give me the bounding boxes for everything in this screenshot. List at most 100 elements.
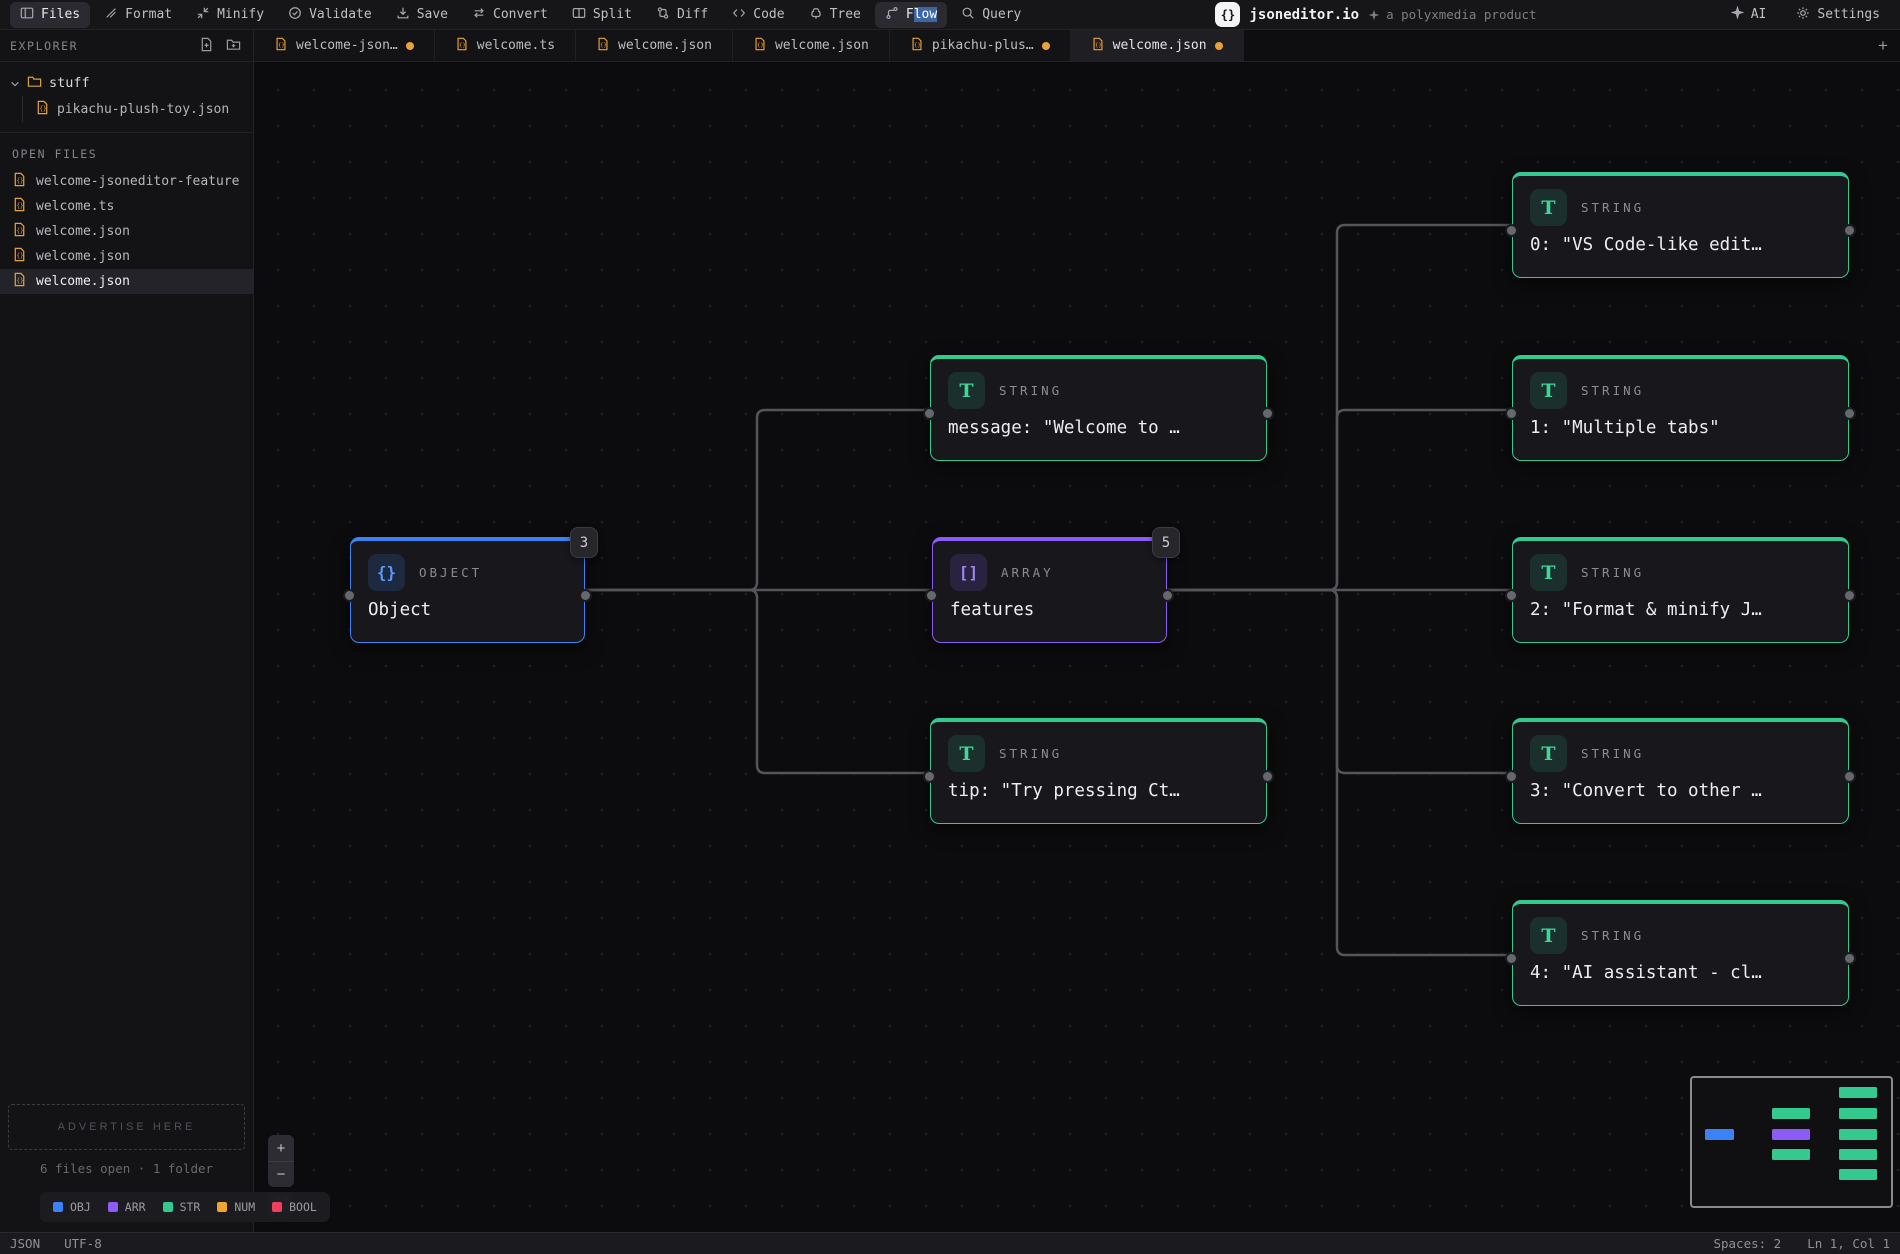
output-port[interactable] <box>1843 770 1856 783</box>
minimap-node-array <box>1772 1129 1810 1140</box>
legend-item-num: NUM <box>217 1200 255 1214</box>
output-port[interactable] <box>1261 407 1274 420</box>
output-port[interactable] <box>579 589 592 602</box>
input-port[interactable] <box>343 589 356 602</box>
svg-text:{}: {} <box>39 105 46 112</box>
open-file-item[interactable]: {} welcome-jsoneditor-feature <box>0 169 253 194</box>
input-port[interactable] <box>1505 407 1518 420</box>
input-port[interactable] <box>923 407 936 420</box>
output-port[interactable] <box>1843 589 1856 602</box>
tree-file-pikachu[interactable]: {} pikachu-plush-toy.json <box>23 96 253 122</box>
new-folder-button[interactable] <box>224 35 243 57</box>
save-button[interactable]: Save <box>386 2 458 28</box>
zoom-out-button[interactable]: − <box>268 1161 294 1187</box>
output-port[interactable] <box>1843 407 1856 420</box>
svg-text:{}: {} <box>16 202 23 209</box>
toolbar-button-group: Files Format Minify Validate Save Conver… <box>10 1 1031 28</box>
encoding-indicator[interactable]: UTF-8 <box>64 1236 102 1251</box>
explorer-sidebar: EXPLORER stuff {} pikachu-plush-t <box>0 30 254 1232</box>
files-button[interactable]: Files <box>10 1 91 28</box>
svg-text:{}: {} <box>16 277 23 284</box>
convert-icon <box>472 6 486 24</box>
flow-node-object-root[interactable]: 3 {}OBJECT Object <box>343 527 598 643</box>
diff-button[interactable]: Diff <box>646 2 718 28</box>
tree-button[interactable]: Tree <box>799 2 871 28</box>
legend-item-obj: OBJ <box>53 1200 91 1214</box>
settings-button[interactable]: Settings <box>1786 2 1890 28</box>
code-icon <box>732 6 746 24</box>
convert-button[interactable]: Convert <box>462 2 558 28</box>
svg-text:{}: {} <box>914 42 921 48</box>
tab-welcome-json-1[interactable]: {} welcome.json <box>576 30 733 61</box>
input-port[interactable] <box>1505 589 1518 602</box>
modified-dot <box>1041 41 1050 50</box>
input-port[interactable] <box>1505 770 1518 783</box>
new-tab-button[interactable]: + <box>1866 30 1900 61</box>
language-indicator[interactable]: JSON <box>10 1236 41 1251</box>
spaces-indicator[interactable]: Spaces: 2 <box>1713 1236 1782 1251</box>
jsoneditor-logo: {} <box>1215 2 1241 27</box>
array-brackets-icon: [] <box>950 554 987 591</box>
open-file-item[interactable]: {} welcome.ts <box>0 194 253 219</box>
tab-pikachu-plush[interactable]: {} pikachu-plus… <box>889 30 1071 61</box>
modified-dot <box>405 41 414 50</box>
minimap-node-string <box>1772 1108 1810 1119</box>
json-file-icon: {} <box>12 247 27 266</box>
folder-row-stuff[interactable]: stuff <box>0 70 253 96</box>
json-file-icon: {} <box>910 37 924 55</box>
flow-icon <box>885 6 899 24</box>
tab-welcome-json-active[interactable]: {} welcome.json <box>1070 30 1244 61</box>
advertise-placeholder[interactable]: ADVERTISE HERE <box>8 1104 245 1150</box>
child-count-badge: 3 <box>570 527 598 558</box>
tab-welcome-json-2[interactable]: {} welcome.json <box>732 30 890 61</box>
ai-button[interactable]: AI <box>1721 2 1777 27</box>
validate-button[interactable]: Validate <box>278 2 382 28</box>
output-port[interactable] <box>1843 952 1856 965</box>
file-tree: stuff {} pikachu-plush-toy.json <box>0 62 253 133</box>
tab-welcome-ts[interactable]: {} welcome.ts <box>434 30 577 61</box>
split-button[interactable]: Split <box>562 2 642 28</box>
input-port[interactable] <box>1505 224 1518 237</box>
output-port[interactable] <box>1843 224 1856 237</box>
flow-node-array-features[interactable]: 5 []ARRAY features <box>925 527 1180 643</box>
child-count-badge: 5 <box>1152 527 1180 558</box>
output-port[interactable] <box>1261 770 1274 783</box>
chevron-down-icon <box>10 74 20 93</box>
query-button[interactable]: Query <box>951 2 1031 28</box>
format-button[interactable]: Format <box>94 2 182 28</box>
flow-button[interactable]: Flow <box>874 1 948 28</box>
open-file-item[interactable]: {} welcome.json <box>0 219 253 244</box>
open-file-item[interactable]: {} welcome.json <box>0 244 253 269</box>
minimap-node-string <box>1839 1149 1877 1160</box>
status-bar: JSON UTF-8 Spaces: 2 Ln 1, Col 1 <box>0 1232 1900 1254</box>
new-folder-icon <box>226 37 241 55</box>
split-icon <box>572 6 586 24</box>
input-port[interactable] <box>1505 952 1518 965</box>
open-file-item-active[interactable]: {} welcome.json <box>0 269 253 294</box>
json-file-icon: {} <box>596 37 610 55</box>
output-port[interactable] <box>1161 589 1174 602</box>
code-button[interactable]: Code <box>722 2 794 28</box>
input-port[interactable] <box>925 589 938 602</box>
toolbar-right-group: AI Settings <box>1721 2 1890 28</box>
json-file-icon: {} <box>12 197 27 216</box>
cursor-position[interactable]: Ln 1, Col 1 <box>1807 1236 1890 1251</box>
open-files-title: OPEN FILES <box>12 147 98 161</box>
new-file-button[interactable] <box>197 35 216 57</box>
minify-button[interactable]: Minify <box>186 2 274 28</box>
obj-color-swatch <box>53 1202 63 1212</box>
tree-icon <box>809 6 823 24</box>
zoom-in-button[interactable]: + <box>268 1135 294 1161</box>
tab-welcome-jsoneditor[interactable]: {} welcome-json… <box>254 30 435 61</box>
text-type-icon: T <box>1530 189 1567 226</box>
minimap[interactable] <box>1690 1076 1893 1208</box>
input-port[interactable] <box>923 770 936 783</box>
